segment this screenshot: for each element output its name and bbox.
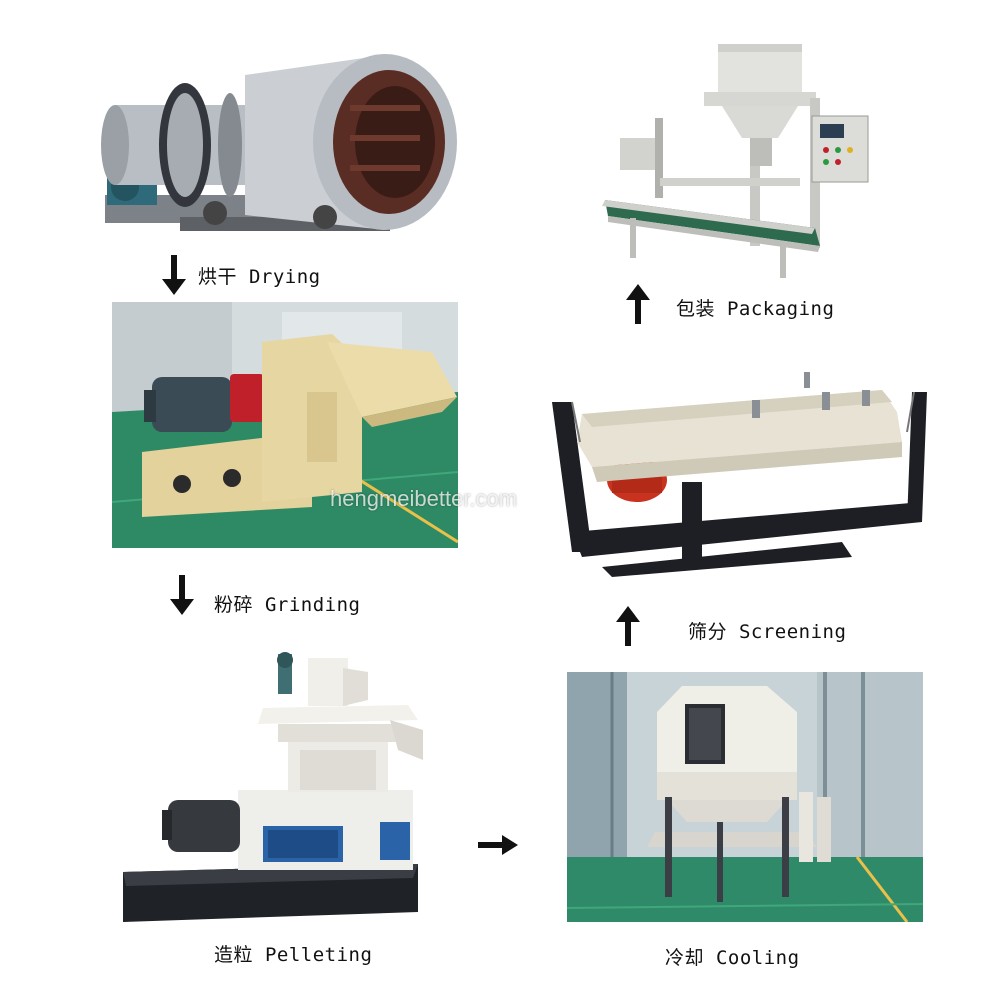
packaging-machine-image bbox=[600, 38, 870, 280]
grinding-label: 粉碎 Grinding bbox=[214, 594, 361, 616]
arrow-up-icon bbox=[624, 282, 652, 324]
arrow-down-icon bbox=[168, 575, 196, 617]
arrow-right-icon bbox=[478, 834, 520, 856]
screening-machine-image bbox=[542, 372, 937, 577]
cooling-machine-image bbox=[567, 672, 923, 922]
pelleting-label: 造粒 Pelleting bbox=[214, 944, 373, 966]
arrow-up-icon bbox=[614, 604, 642, 646]
packaging-label: 包装 Packaging bbox=[676, 298, 835, 320]
drying-label: 烘干 Drying bbox=[198, 266, 321, 288]
screening-label: 筛分 Screening bbox=[688, 621, 847, 643]
cooling-label: 冷却 Cooling bbox=[665, 947, 800, 969]
watermark-text: hengmeibetter.com bbox=[330, 486, 518, 511]
arrow-down-icon bbox=[160, 255, 188, 297]
grinding-machine-image bbox=[112, 302, 458, 548]
pelleting-machine-image bbox=[118, 650, 428, 930]
drying-machine-image bbox=[95, 45, 465, 245]
